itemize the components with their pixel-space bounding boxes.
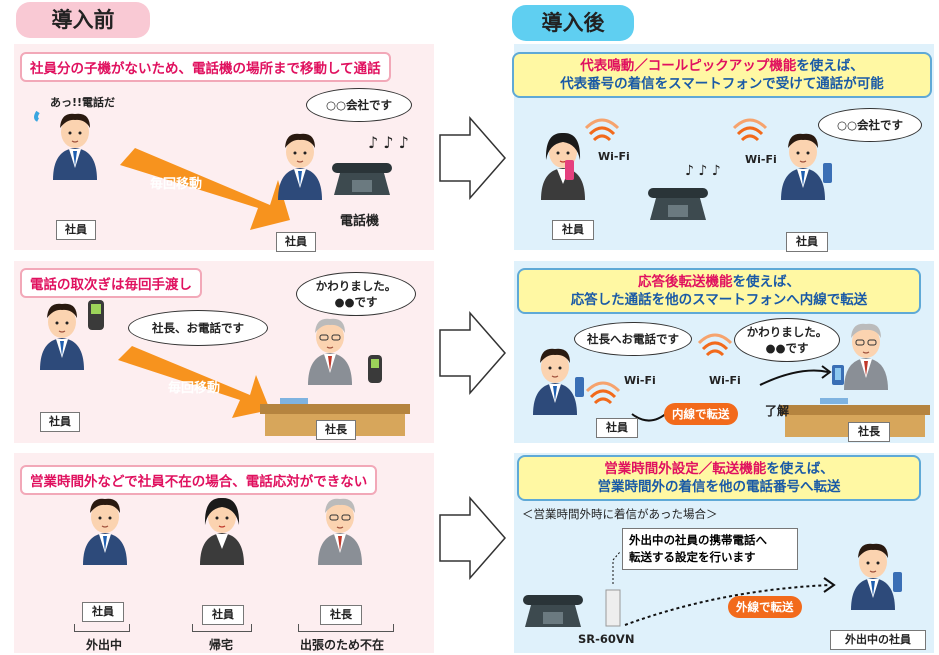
speech-bubble: ○○会社です: [818, 108, 922, 142]
transfer-tag: 外線で転送: [728, 596, 802, 618]
bracket: [192, 624, 252, 632]
device-label: SR-60VN: [578, 632, 635, 646]
speech-bubble: ○○会社です: [306, 88, 412, 122]
status-text: 外出中: [86, 638, 123, 652]
before-panel-3-caption: 営業時間外などで社員不在の場合、電話応対ができない: [20, 465, 378, 495]
employee-label: 社員: [56, 220, 96, 240]
president-label: 社長: [316, 420, 356, 440]
after-panel-1-caption: 代表鳴動／コールピックアップ機能を使えば、 代表番号の着信をスマートフォンで受け…: [512, 52, 932, 98]
wifi-label: Wi-Fi: [598, 150, 630, 163]
phone-label: 電話機: [340, 214, 380, 229]
employee-label: 社員: [786, 232, 828, 252]
caption-highlight: 代表鳴動／コールピックアップ機能: [580, 58, 797, 74]
arrow-label: 毎回移動: [150, 177, 203, 192]
employee-label: 外出中の社員: [830, 630, 926, 650]
employee-label: 社員: [276, 232, 316, 252]
speech-bubble-left: 社長へお電話です: [574, 322, 692, 356]
note-line: 転送する設定を行います: [629, 550, 756, 564]
bubble-line: ●●です: [765, 341, 809, 355]
exclaim-text: あっ!!電話だ: [50, 96, 116, 109]
before-panel-1-caption: 社員分の子機がないため、電話機の場所まで移動して通話: [20, 52, 391, 82]
after-panel-2-caption: 応答後転送機能を使えば、 応答した通話を他のスマートフォンへ内線で転送: [517, 268, 921, 314]
caption-line2: 代表番号の着信をスマートフォンで受けて通話が可能: [560, 76, 884, 92]
president-label: 社長: [320, 605, 362, 625]
before-tab: 導入前: [16, 2, 150, 38]
after-panel-3-caption: 営業時間外設定／転送機能を使えば、 営業時間外の着信を他の電話番号へ転送: [517, 455, 921, 501]
wifi-label: Wi-Fi: [624, 374, 656, 387]
president-label: 社長: [848, 422, 890, 442]
wifi-label: Wi-Fi: [709, 374, 741, 387]
before-panel-2-caption: 電話の取次ぎは毎回手渡し: [20, 268, 202, 298]
bracket: [298, 624, 394, 632]
speech-bubble-right: かわりました。 ●●です: [734, 318, 840, 362]
employee-label: 社員: [552, 220, 594, 240]
employee-label: 社員: [202, 605, 244, 625]
bracket: [74, 624, 130, 632]
note-box: 外出中の社員の携帯電話へ 転送する設定を行います: [622, 528, 798, 570]
subnote: ＜営業時間外時に着信があった場合＞: [522, 507, 718, 521]
employee-label: 社員: [596, 418, 638, 438]
caption-rest: を使えば、: [796, 58, 864, 74]
caption-line2: 営業時間外の着信を他の電話番号へ転送: [597, 479, 841, 495]
caption-line2: 応答した通話を他のスマートフォンへ内線で転送: [570, 292, 868, 308]
speech-bubble-right: かわりました。 ●●です: [296, 272, 416, 316]
speech-bubble-left: 社長、お電話です: [128, 310, 268, 346]
caption-highlight: 応答後転送機能: [638, 274, 733, 290]
caption-highlight: 営業時間外設定／転送機能: [604, 461, 767, 477]
ok-text: 了解: [765, 404, 790, 418]
status-text: 出張のため不在: [300, 638, 385, 652]
transfer-tag: 内線で転送: [664, 403, 738, 425]
caption-rest: を使えば、: [766, 461, 834, 477]
employee-label: 社員: [82, 602, 124, 622]
arrow-label: 毎回移動: [168, 381, 221, 396]
caption-rest: を使えば、: [732, 274, 801, 290]
wifi-label: Wi-Fi: [745, 153, 777, 166]
bubble-line: かわりました。: [315, 279, 397, 293]
employee-label: 社員: [40, 412, 80, 432]
bubble-line: かわりました。: [746, 325, 828, 339]
after-tab: 導入後: [512, 5, 634, 41]
note-line: 外出中の社員の携帯電話へ: [629, 533, 767, 547]
bubble-line: ●●です: [334, 295, 378, 309]
status-text: 帰宅: [209, 638, 234, 652]
